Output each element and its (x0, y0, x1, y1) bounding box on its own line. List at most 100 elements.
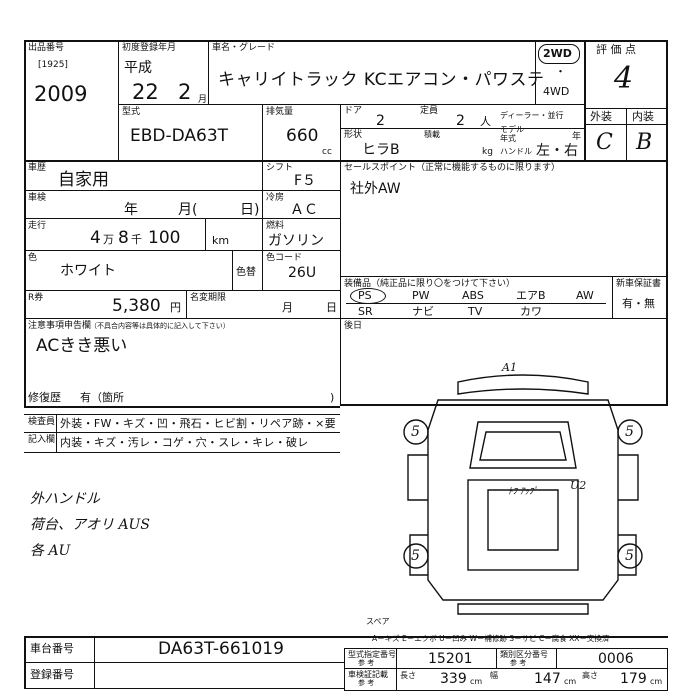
model-label: 型式 (122, 107, 141, 117)
mileage-man: 4 (90, 228, 101, 248)
height-unit: cm (650, 677, 663, 686)
damage-legend: A－キズ E－エクボ U－凹み W－補修跡 S－サビ C－腐食 XX－交換済 (372, 634, 610, 643)
equip-leather: カワ (520, 305, 542, 318)
equip-abs: ABS (462, 289, 484, 302)
lot-code: [1925] (38, 60, 68, 70)
displacement-label: 排気量 (266, 107, 294, 117)
model-value: EBD-DA63T (130, 126, 229, 146)
inspection-day: 日) (240, 202, 260, 218)
wheel-fr-depth: 5 (625, 424, 634, 440)
score-value: 4 (614, 61, 634, 96)
width-label: 幅 (490, 671, 498, 680)
load-label: 積載 (424, 130, 440, 139)
shift-value: F５ (294, 173, 317, 189)
after-day-label: 後日 (344, 321, 363, 331)
wheel-fl-depth: 5 (411, 424, 420, 440)
load-unit: kg (482, 147, 493, 157)
repair-value: 有（箇所 (80, 391, 124, 404)
capacity-label: 定員 (420, 106, 439, 116)
mileage-label: 走行 (28, 221, 47, 231)
wheel-rear-left (403, 543, 429, 569)
length-value: 339 (440, 671, 467, 687)
windshield-shape (479, 431, 567, 461)
fuel-label: 燃料 (266, 221, 285, 231)
wheel-front-right (617, 419, 643, 445)
capacity-unit: 人 (480, 115, 491, 128)
shift-label: シフト (266, 163, 294, 173)
car-name: キャリイトラック KCエアコン・パワステ (218, 70, 545, 90)
notes-value: ACきき悪い (36, 336, 128, 356)
lot-number: 2009 (34, 82, 88, 106)
doors-value: 2 (376, 113, 385, 129)
shape-value: ヒラB (362, 142, 400, 158)
body-outline-shape (427, 399, 619, 601)
mileage-man-unit: 万 (103, 233, 114, 246)
cert-sub: 参 考 (358, 679, 375, 687)
wheel-rear-right (617, 543, 643, 569)
wheel-front-left (403, 419, 429, 445)
left-rear-shape (409, 534, 428, 576)
usage-label: 車歴 (28, 163, 47, 173)
equip-pw: PW (412, 289, 430, 302)
drive-2wd: 2WD (543, 47, 572, 60)
int-grade: B (636, 130, 653, 155)
sales-value: 社外AW (350, 181, 401, 197)
color-change-label: 色替 (236, 267, 256, 278)
inspector-label-1: 検査員 (28, 417, 56, 427)
reg-month-unit: 月 (198, 95, 208, 105)
rear-bumper-shape (457, 603, 589, 615)
class-no-value: 0006 (598, 651, 634, 667)
reg-month-value: 2 (178, 80, 192, 104)
left-door-shape (407, 454, 428, 501)
type-no-value: 15201 (428, 651, 473, 667)
usage-value: 自家用 (58, 170, 109, 190)
deadline-month: 月 (282, 301, 293, 314)
handle-value: 左・右 (536, 143, 578, 159)
color-code: 26U (288, 265, 317, 281)
reg-year-label: 初度登録年月 (122, 43, 177, 53)
model-year-unit: 年 (572, 132, 582, 142)
int-label: 内装 (632, 110, 654, 123)
wheel-rl-depth: 5 (411, 548, 420, 564)
front-bumper-shape (457, 374, 589, 395)
deadline-label: 名変期限 (190, 293, 227, 303)
capacity-value: 2 (456, 113, 465, 129)
height-value: 179 (620, 671, 647, 687)
drive-dot: ・ (555, 65, 566, 78)
ext-grade: C (596, 130, 613, 155)
color-value: ホワイト (60, 263, 116, 279)
right-door-shape (618, 454, 639, 501)
cooling-value: ＡＣ (290, 202, 318, 218)
inspection-month: 月( (178, 202, 198, 218)
car-damage-diagram (403, 374, 643, 615)
mileage-unit: km (212, 234, 230, 247)
warranty-label: 新車保証書 (616, 279, 662, 289)
width-unit: cm (564, 677, 577, 686)
inspector-interior: 内装・キズ・汚レ・コゲ・穴・スレ・キレ・破レ (60, 436, 309, 449)
registration-label: 登録番号 (30, 668, 74, 681)
shape-label: 形状 (344, 130, 363, 140)
reg-era: 平成 (124, 60, 152, 76)
type-no-label: 型式指定番号 (348, 650, 396, 659)
dealer-text: ディーラー・並行 (500, 111, 564, 120)
recycle-value: 5,380 (112, 296, 161, 316)
wheel-rr-depth: 5 (625, 548, 634, 564)
lot-label: 出品番号 (28, 43, 65, 53)
recycle-label: R券 (28, 293, 44, 303)
mileage-rest: 100 (148, 228, 181, 248)
cooling-label: 冷房 (266, 193, 285, 203)
drive-2wd-circle (538, 44, 580, 64)
length-unit: cm (470, 677, 483, 686)
car-label: 車名・グレード (212, 43, 276, 53)
cab-roof-shape (469, 421, 577, 469)
fuel-value: ガソリン (268, 233, 324, 249)
equipment-label: 装備品（純正品に限り〇をつけて下さい） (344, 279, 516, 289)
right-rear-shape (618, 534, 637, 576)
recycle-unit: 円 (170, 301, 181, 314)
displacement-value: 660 (286, 126, 319, 146)
notes-label: 注意事項申告欄 (28, 321, 92, 331)
drive-4wd: 4WD (543, 85, 570, 98)
equip-tv: TV (468, 305, 483, 318)
equipment-ps-circle (350, 288, 386, 304)
class-no-label: 類別区分番号 (500, 650, 548, 659)
